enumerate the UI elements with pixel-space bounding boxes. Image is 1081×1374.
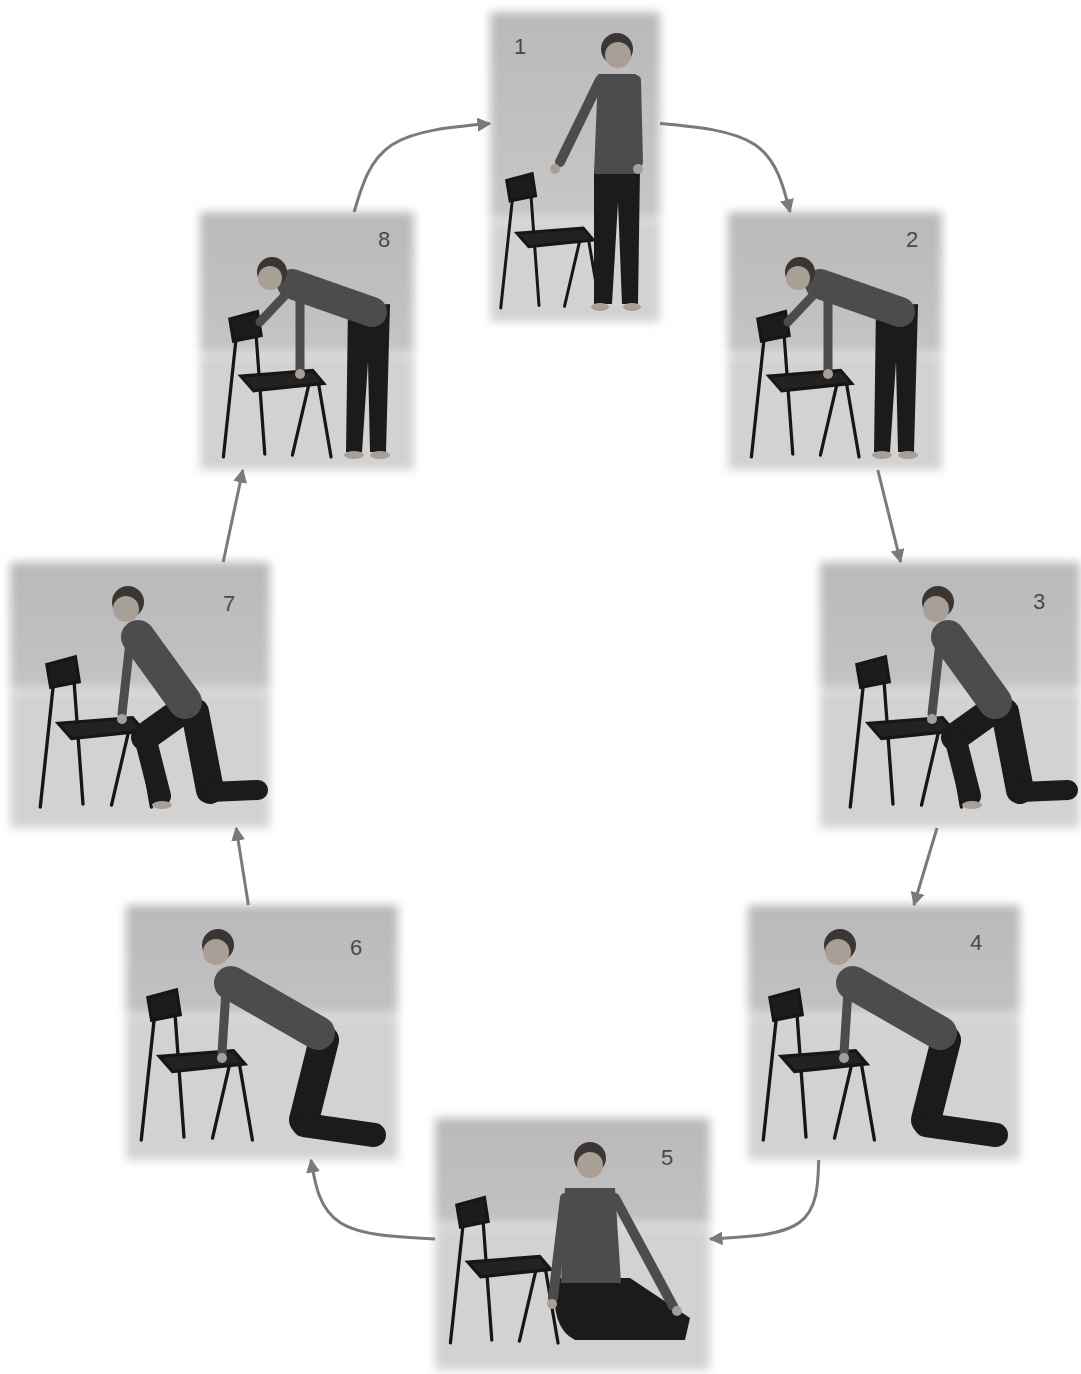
photo-frame: 6 — [126, 905, 398, 1160]
kneeling-photo — [126, 905, 398, 1160]
flow-arrow — [660, 124, 790, 212]
flow-arrow — [710, 1160, 819, 1239]
half-kneeling-photo — [820, 562, 1080, 828]
step-number: 7 — [223, 591, 235, 617]
step-number: 1 — [514, 34, 526, 60]
flow-arrow — [311, 1160, 435, 1239]
photo-frame: 2 — [728, 212, 942, 470]
step-number: 6 — [350, 935, 362, 961]
standing-photo — [490, 12, 660, 322]
photo-frame: 5 — [435, 1118, 710, 1370]
photo-frame: 3 — [820, 562, 1080, 828]
step-number: 2 — [906, 227, 918, 253]
step-number: 5 — [661, 1145, 673, 1171]
bending-photo — [200, 212, 414, 470]
flow-arrow — [236, 828, 248, 905]
bending-photo — [728, 212, 942, 470]
flow-arrow — [223, 470, 243, 562]
sitting-photo — [435, 1118, 710, 1370]
photo-frame: 7 — [10, 562, 270, 828]
kneeling-photo — [748, 905, 1020, 1160]
step-number: 8 — [378, 227, 390, 253]
flow-arrow — [914, 828, 937, 905]
flow-arrow — [354, 124, 490, 212]
photo-frame: 8 — [200, 212, 414, 470]
half-kneeling-photo — [10, 562, 270, 828]
photo-frame: 1 — [490, 12, 660, 322]
step-number: 3 — [1033, 589, 1045, 615]
step-number: 4 — [970, 930, 982, 956]
photo-frame: 4 — [748, 905, 1020, 1160]
flow-arrow — [878, 470, 901, 562]
